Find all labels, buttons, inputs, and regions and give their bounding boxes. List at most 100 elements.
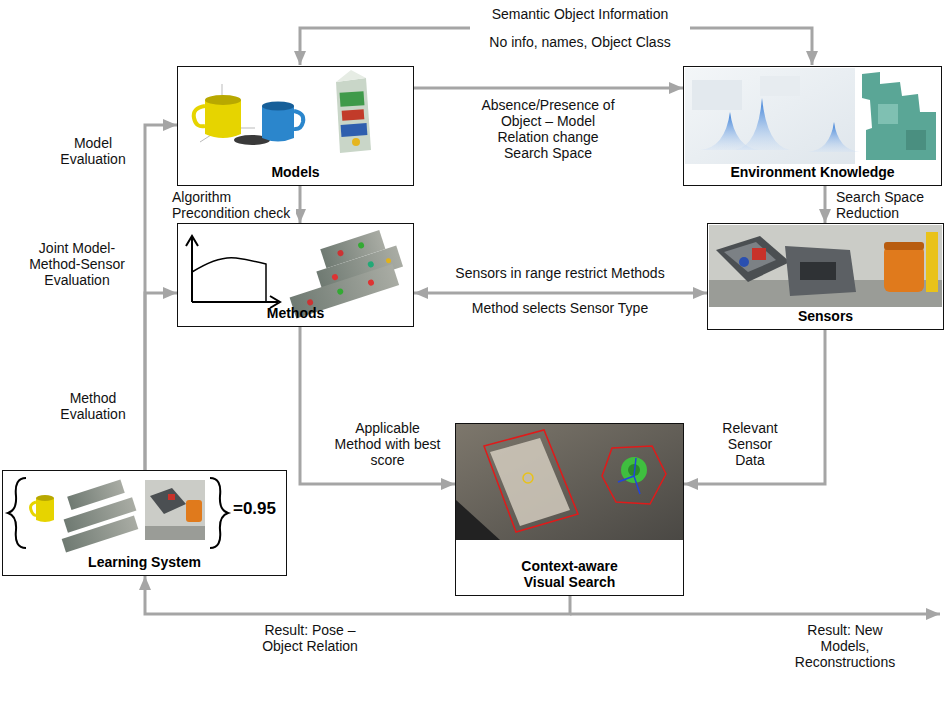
- search-illustration-part: [456, 500, 500, 540]
- edge-label: Search Space Reduction: [836, 189, 936, 221]
- edge-label-slot: Model Evaluation: [48, 135, 138, 167]
- edge-label-slot: Search Space Reduction: [836, 189, 936, 221]
- edge-label: Algorithm Precondition check: [172, 189, 296, 221]
- search-illustration-part: [523, 473, 533, 483]
- environment-illustration-part: [692, 80, 742, 110]
- learning-illustration-part: [145, 526, 205, 540]
- process-box: Context-aware Visual Search: [455, 423, 684, 596]
- models-illustration-part: [294, 111, 303, 129]
- methods-illustration-part: [191, 238, 193, 302]
- edge-label-slot: Result: Pose – Object Relation: [250, 622, 370, 654]
- flow-arrow: [145, 293, 177, 470]
- models-illustration-part: [262, 102, 294, 111]
- sensors-illustration-part: [884, 242, 924, 250]
- environment-illustration: [685, 68, 936, 164]
- note-slot: Semantic Object Information: [430, 6, 730, 22]
- learning-illustration-part: [168, 494, 175, 500]
- sensors-illustration-part: [800, 262, 836, 280]
- environment-illustration-part: [906, 130, 926, 150]
- process-box: =0.95Learning System: [2, 470, 287, 576]
- note-label: Semantic Object Information: [430, 6, 730, 22]
- search-illustration: [456, 424, 683, 540]
- sensors-illustration-part: [739, 257, 749, 267]
- methods-illustration-part-part: [336, 288, 344, 296]
- semantic-info-arrows: [300, 28, 812, 65]
- environment-illustration-part: [878, 104, 898, 124]
- sensors-illustration-part: [926, 232, 938, 292]
- note-label: No info, names, Object Class: [430, 34, 730, 50]
- models-illustration-part: [341, 123, 368, 137]
- edge-label: Absence/Presence of Object – Model Relat…: [478, 97, 618, 161]
- search-illustration-part: [634, 476, 640, 494]
- note-label: Joint Model-Method-Sensor Evaluation: [22, 240, 132, 288]
- methods-illustration-part-part: [367, 279, 375, 287]
- learning-illustration-part: [145, 480, 205, 540]
- flow-arrow: [824, 186, 827, 223]
- edge-label: Result: Pose – Object Relation: [250, 622, 370, 654]
- methods-illustration-part: [192, 258, 266, 302]
- flow-arrow: [145, 576, 570, 614]
- learning-illustration-part: [36, 498, 54, 522]
- box-title: Environment Knowledge: [730, 164, 894, 180]
- box-title: Learning System: [88, 554, 201, 570]
- models-illustration-part: [194, 106, 205, 126]
- edge-label: Method Evaluation: [48, 390, 138, 422]
- methods-illustration-part-part: [385, 258, 391, 264]
- search-illustration-part: [618, 476, 634, 482]
- sensors-illustration-part: [884, 246, 924, 292]
- note-label: Result: New Models, Reconstructions: [790, 622, 900, 670]
- flow-arrow: [299, 186, 302, 223]
- search-illustration-part: [634, 458, 636, 476]
- methods-illustration-part: [192, 301, 278, 303]
- box-title: Context-aware Visual Search: [500, 558, 640, 590]
- box-title: Sensors: [798, 308, 853, 324]
- models-illustration-part: [262, 106, 294, 142]
- learning-illustration-part: [36, 495, 54, 501]
- process-box: Sensors: [707, 223, 944, 330]
- flow-arrow: [414, 87, 683, 90]
- learning-illustration-part: [31, 502, 36, 515]
- learning-illustration-part: [210, 478, 228, 548]
- environment-illustration-part: [862, 72, 936, 160]
- learning-illustration: [8, 478, 228, 552]
- methods-illustration-part-part: [367, 261, 375, 269]
- sensors-illustration: [709, 225, 942, 307]
- learning-illustration-part: [8, 478, 26, 548]
- sensors-illustration-part: [785, 246, 856, 296]
- edge-label-slot: Algorithm Precondition check: [172, 189, 296, 221]
- edge-label: Sensors in range restrict Methods: [420, 265, 700, 281]
- edge-label-slot: Method Evaluation: [48, 390, 138, 422]
- result-arrow-part: [570, 613, 940, 616]
- models-illustration-part: [205, 100, 241, 138]
- search-illustration-part: [456, 424, 683, 540]
- models-illustration-part: [352, 138, 360, 146]
- process-box: Models: [177, 66, 414, 186]
- box-title: Models: [271, 164, 319, 180]
- methods-illustration-part-part: [357, 242, 365, 250]
- search-illustration-part: [490, 438, 570, 526]
- result-arrow: [570, 614, 940, 615]
- learning-illustration-part: [150, 488, 186, 514]
- methods-illustration-part-part: [337, 249, 345, 257]
- models-illustration-part: [340, 91, 365, 107]
- search-illustration-part: [484, 430, 578, 532]
- note-slot: Method selects Sensor Type: [420, 300, 700, 316]
- models-illustration-part: [342, 109, 365, 121]
- models-illustration-part: [336, 70, 366, 82]
- models-illustration: [194, 70, 371, 153]
- note-slot: Joint Model-Method-Sensor Evaluation: [22, 240, 132, 288]
- edge-label-slot: Absence/Presence of Object – Model Relat…: [478, 97, 618, 161]
- flow-arrow: [145, 125, 177, 470]
- score-value: =0.95: [233, 499, 276, 519]
- search-illustration-part: [602, 446, 666, 504]
- box-title: Methods: [267, 305, 325, 321]
- sensors-illustration-part: [709, 225, 942, 307]
- models-illustration-part: [336, 78, 371, 153]
- process-box: Methods: [177, 223, 414, 327]
- edge-label: Model Evaluation: [48, 135, 138, 167]
- edge-label-slot: Sensors in range restrict Methods: [420, 265, 700, 281]
